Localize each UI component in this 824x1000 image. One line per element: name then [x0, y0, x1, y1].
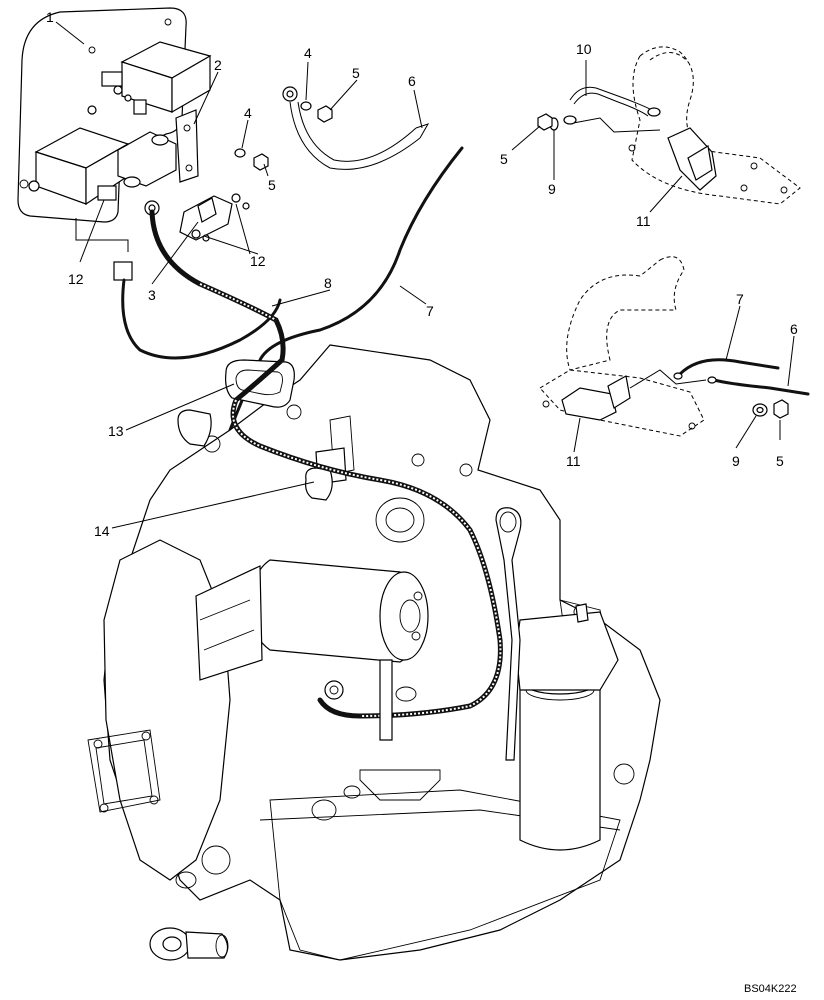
terminal-block-12	[179, 193, 250, 242]
detail-top-right	[537, 46, 801, 205]
callout-2: 2	[214, 57, 222, 73]
callout-7-upper: 7	[426, 303, 434, 319]
upper-relay	[101, 41, 212, 115]
ring-terminal-loose	[149, 927, 229, 961]
callout-11-detail-top: 11	[636, 213, 651, 229]
callout-5-detail-top: 5	[500, 151, 508, 167]
callout-9-detail-mid: 9	[732, 453, 740, 469]
callout-8: 8	[324, 275, 332, 291]
callout-13: 13	[108, 423, 124, 439]
callout-1: 1	[46, 9, 54, 25]
leader-lines	[55, 21, 795, 529]
bracket-2	[175, 109, 199, 183]
callout-4-lower: 4	[244, 105, 252, 121]
callout-5-lower: 5	[268, 177, 276, 193]
callout-10: 10	[576, 41, 592, 57]
callout-4-upper: 4	[304, 45, 312, 61]
lower-relay	[28, 105, 177, 206]
clip-14	[305, 447, 347, 501]
ground-strap	[379, 507, 522, 761]
cable-8	[113, 209, 286, 363]
detail-middle-right	[539, 256, 810, 437]
leader-12a	[75, 218, 129, 252]
callout-14: 14	[94, 523, 110, 539]
callout-9-detail-top: 9	[548, 181, 556, 197]
cable-6	[289, 101, 430, 170]
callout-7-detail: 7	[736, 291, 744, 307]
main-battery-cable	[230, 357, 503, 719]
callout-labels: 1 2 3 4 4 5 5 5 5 6 6 7 7 8 9 9 10 11 11…	[46, 9, 798, 539]
callout-12-left: 12	[68, 271, 84, 287]
callout-6-upper: 6	[408, 73, 416, 89]
reference-code: BS04K222	[744, 983, 797, 995]
ring-terminal-3	[144, 200, 160, 216]
callout-6-detail: 6	[790, 321, 798, 337]
callout-11-detail-mid: 11	[566, 453, 581, 469]
callout-5-upper: 5	[352, 65, 360, 81]
starter-motor	[195, 559, 429, 702]
oil-filter	[515, 603, 619, 851]
callout-5-detail-mid: 5	[776, 453, 784, 469]
callout-3: 3	[148, 287, 156, 303]
battery-cable-terminal	[234, 86, 333, 171]
callout-12-right: 12	[250, 253, 266, 269]
